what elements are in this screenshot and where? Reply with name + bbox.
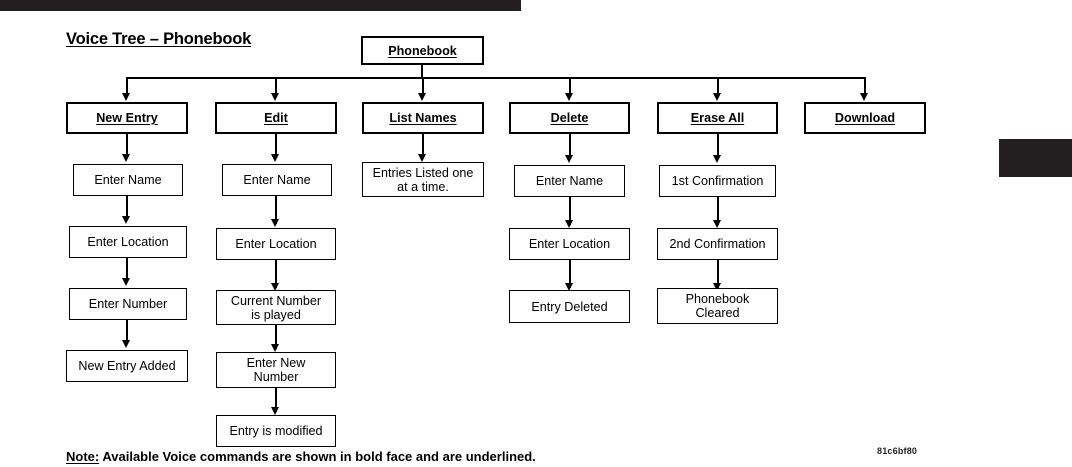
node-label: Entries Listed one at a time. [372,165,474,194]
arrow-c2-s5 [271,407,280,415]
arrow-c1-s2 [122,216,131,224]
node-command-new-entry: New Entry [66,102,188,134]
connector-c2-s5 [275,388,277,412]
arrow-c2-s2 [271,219,280,227]
connector-root-stem [421,65,424,78]
node-label: Enter Location [528,237,611,251]
top-black-bar [0,0,521,11]
arrow-new-entry [122,93,131,101]
arrow-list-names [418,93,427,101]
arrow-c2-s4 [271,344,280,352]
connector-c1-s3 [126,258,128,279]
connector-c3-s1 [422,134,424,155]
node-label: Edit [264,111,288,125]
node-edit-step-5: Entry is modified [216,415,336,447]
node-label: Enter New Number [246,356,306,384]
arrow-c1-s3 [122,278,131,286]
node-label: Entry Deleted [531,299,608,314]
node-label: Enter Location [87,235,169,249]
node-delete-step-2: Enter Location [509,228,630,260]
connector-c4-s1 [569,134,571,159]
node-edit-step-1: Enter Name [222,164,332,196]
arrow-delete [565,93,574,101]
node-delete-step-1: Enter Name [514,165,625,197]
connector-c1-s2 [126,196,128,217]
connector-c2-s2 [275,196,277,224]
node-label: New Entry [96,111,158,125]
arrow-c5-s1 [713,155,722,163]
node-command-download: Download [804,102,926,134]
arrow-c4-s3 [565,283,574,291]
node-label: Delete [550,111,589,125]
connector-c2-s1 [275,134,277,155]
node-delete-step-3: Entry Deleted [509,290,630,323]
connector-drop-erase-all [717,77,719,95]
footer-note-prefix: Note: [66,449,100,464]
node-label: Current Number is played [230,293,322,322]
arrow-download [860,93,869,101]
node-list-names-step-1: Entries Listed one at a time. [362,162,484,197]
connector-drop-edit [275,77,277,95]
connector-bus [126,77,866,79]
page-title: Voice Tree – Phonebook [66,30,252,48]
connector-c5-s3 [717,260,719,288]
footer-note: Note: Available Voice commands are shown… [66,449,536,464]
node-label: Enter Location [235,237,317,251]
node-label: New Entry Added [78,359,176,373]
node-label: Entry is modified [229,424,323,438]
arrow-edit [271,93,280,101]
node-new-entry-step-3: Enter Number [69,288,187,320]
connector-drop-delete [569,77,571,95]
node-erase-all-step-3: Phonebook Cleared [657,288,778,324]
node-edit-step-2: Enter Location [216,228,336,260]
node-label: 2nd Confirmation [669,237,766,251]
connector-c4-s2 [569,197,571,225]
footer-note-text: Available Voice commands are shown in bo… [99,449,536,464]
node-command-erase-all: Erase All [657,102,778,134]
arrow-c1-s1 [122,154,131,162]
node-label: Phonebook [388,43,457,58]
document-code: 81c6bf80 [877,446,918,456]
node-command-list-names: List Names [362,102,484,134]
connector-c5-s1 [717,134,719,159]
node-command-delete: Delete [509,102,630,134]
arrow-c2-s1 [271,154,280,162]
connector-drop-new-entry [126,77,128,95]
connector-c2-s4 [275,325,277,349]
node-new-entry-step-4: New Entry Added [66,350,188,382]
arrow-c4-s1 [565,155,574,163]
node-root-phonebook: Phonebook [361,36,484,65]
connector-c4-s3 [569,260,571,288]
node-label: Enter Number [88,297,168,311]
node-erase-all-step-2: 2nd Confirmation [657,228,778,260]
node-edit-step-3: Current Number is played [216,290,336,325]
node-new-entry-step-2: Enter Location [69,226,187,258]
arrow-c1-s4 [122,340,131,348]
arrow-c4-s2 [565,220,574,228]
connector-c2-s3 [275,260,277,288]
node-label: Enter Name [94,173,162,187]
connector-drop-download [864,77,866,95]
arrow-c3-s1 [418,154,427,162]
node-label: 1st Confirmation [671,174,764,188]
arrow-erase-all [713,93,722,101]
node-edit-step-4: Enter New Number [216,352,336,388]
arrow-c2-s3 [271,283,280,291]
node-label: Download [834,111,896,125]
node-command-edit: Edit [215,102,337,134]
node-label: Phonebook Cleared [685,292,750,320]
connector-c5-s2 [717,197,719,225]
arrow-c5-s3 [713,283,722,291]
node-new-entry-step-1: Enter Name [73,164,183,196]
connector-c1-s4 [126,320,128,341]
connector-c1-s1 [126,134,128,155]
arrow-c5-s2 [713,220,722,228]
right-black-bar [999,139,1072,177]
node-label: Enter Name [535,174,604,188]
connector-drop-list-names [422,77,424,95]
node-label: Enter Name [243,173,311,187]
node-erase-all-step-1: 1st Confirmation [659,165,776,197]
node-label: Erase All [690,111,745,125]
node-label: List Names [389,111,457,125]
